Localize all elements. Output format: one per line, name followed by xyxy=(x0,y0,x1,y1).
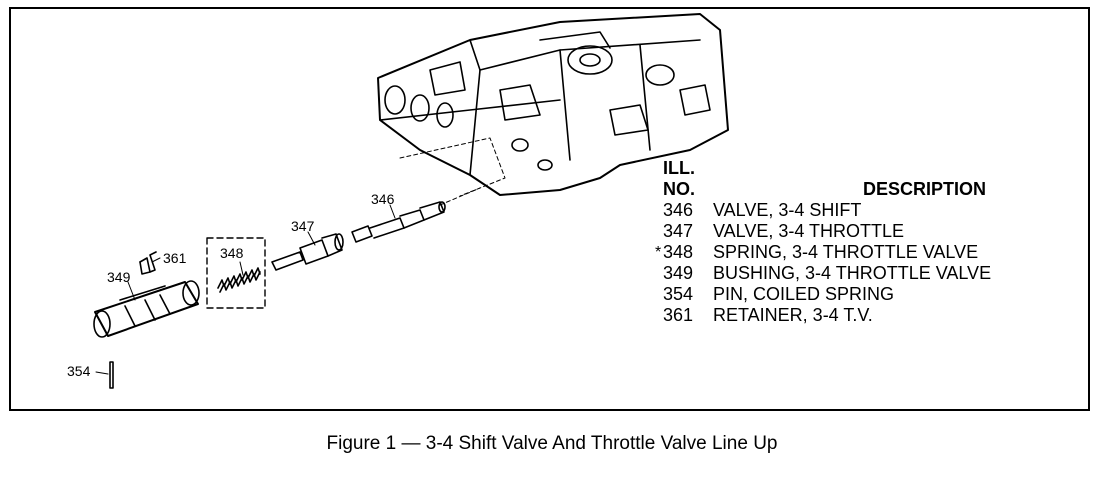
callout-349: 349 xyxy=(107,269,131,285)
figure-caption: Figure 1 — 3-4 Shift Valve And Throttle … xyxy=(326,433,778,454)
alignment-lines xyxy=(399,137,506,206)
legend-description: BUSHING, 3-4 THROTTLE VALVE xyxy=(713,263,992,283)
legend-number: 346 xyxy=(663,200,694,220)
legend-number: 348 xyxy=(663,242,694,262)
legend-header-description: DESCRIPTION xyxy=(863,179,987,199)
legend-row: 349 BUSHING, 3-4 THROTTLE VALVE xyxy=(655,263,991,284)
legend-description: VALVE, 3-4 SHIFT xyxy=(713,200,862,220)
legend-number: 349 xyxy=(663,263,694,283)
callout-347: 347 xyxy=(291,218,315,234)
legend-header-no: NO. xyxy=(663,179,696,199)
legend-header-row: NO. DESCRIPTION xyxy=(655,179,991,200)
legend-row: 347 VALVE, 3-4 THROTTLE xyxy=(655,221,991,242)
asterisk-marker: * xyxy=(655,244,662,261)
throttle-valve-347 xyxy=(271,233,344,271)
parts-legend: ILL. NO. DESCRIPTION 346 VALVE, 3-4 SHIF… xyxy=(655,158,991,326)
spring-348 xyxy=(206,237,266,309)
legend-row: 361 RETAINER, 3-4 T.V. xyxy=(655,305,991,326)
shift-valve-346 xyxy=(351,201,446,243)
legend-description: SPRING, 3-4 THROTTLE VALVE xyxy=(713,242,979,262)
legend-number: 361 xyxy=(663,305,694,325)
callout-354: 354 xyxy=(67,363,91,379)
figure-frame xyxy=(9,7,1090,411)
callout-346: 346 xyxy=(371,191,395,207)
legend-row: 354 PIN, COILED SPRING xyxy=(655,284,991,305)
legend-number: 354 xyxy=(663,284,694,304)
retainer-361 xyxy=(139,251,157,275)
callout-361: 361 xyxy=(163,250,187,266)
legend-description: VALVE, 3-4 THROTTLE xyxy=(713,221,905,241)
pin-354 xyxy=(109,361,114,389)
leader-lines xyxy=(95,204,396,375)
legend-row: * 348 SPRING, 3-4 THROTTLE VALVE xyxy=(655,242,991,263)
legend-description: PIN, COILED SPRING xyxy=(713,284,895,304)
bushing-349 xyxy=(93,280,200,338)
callout-348: 348 xyxy=(220,245,244,261)
valve-body xyxy=(377,13,729,196)
legend-number: 347 xyxy=(663,221,694,241)
legend-description: RETAINER, 3-4 T.V. xyxy=(713,305,873,325)
legend-row: 346 VALVE, 3-4 SHIFT xyxy=(655,200,991,221)
legend-header-ill: ILL. xyxy=(663,158,695,178)
